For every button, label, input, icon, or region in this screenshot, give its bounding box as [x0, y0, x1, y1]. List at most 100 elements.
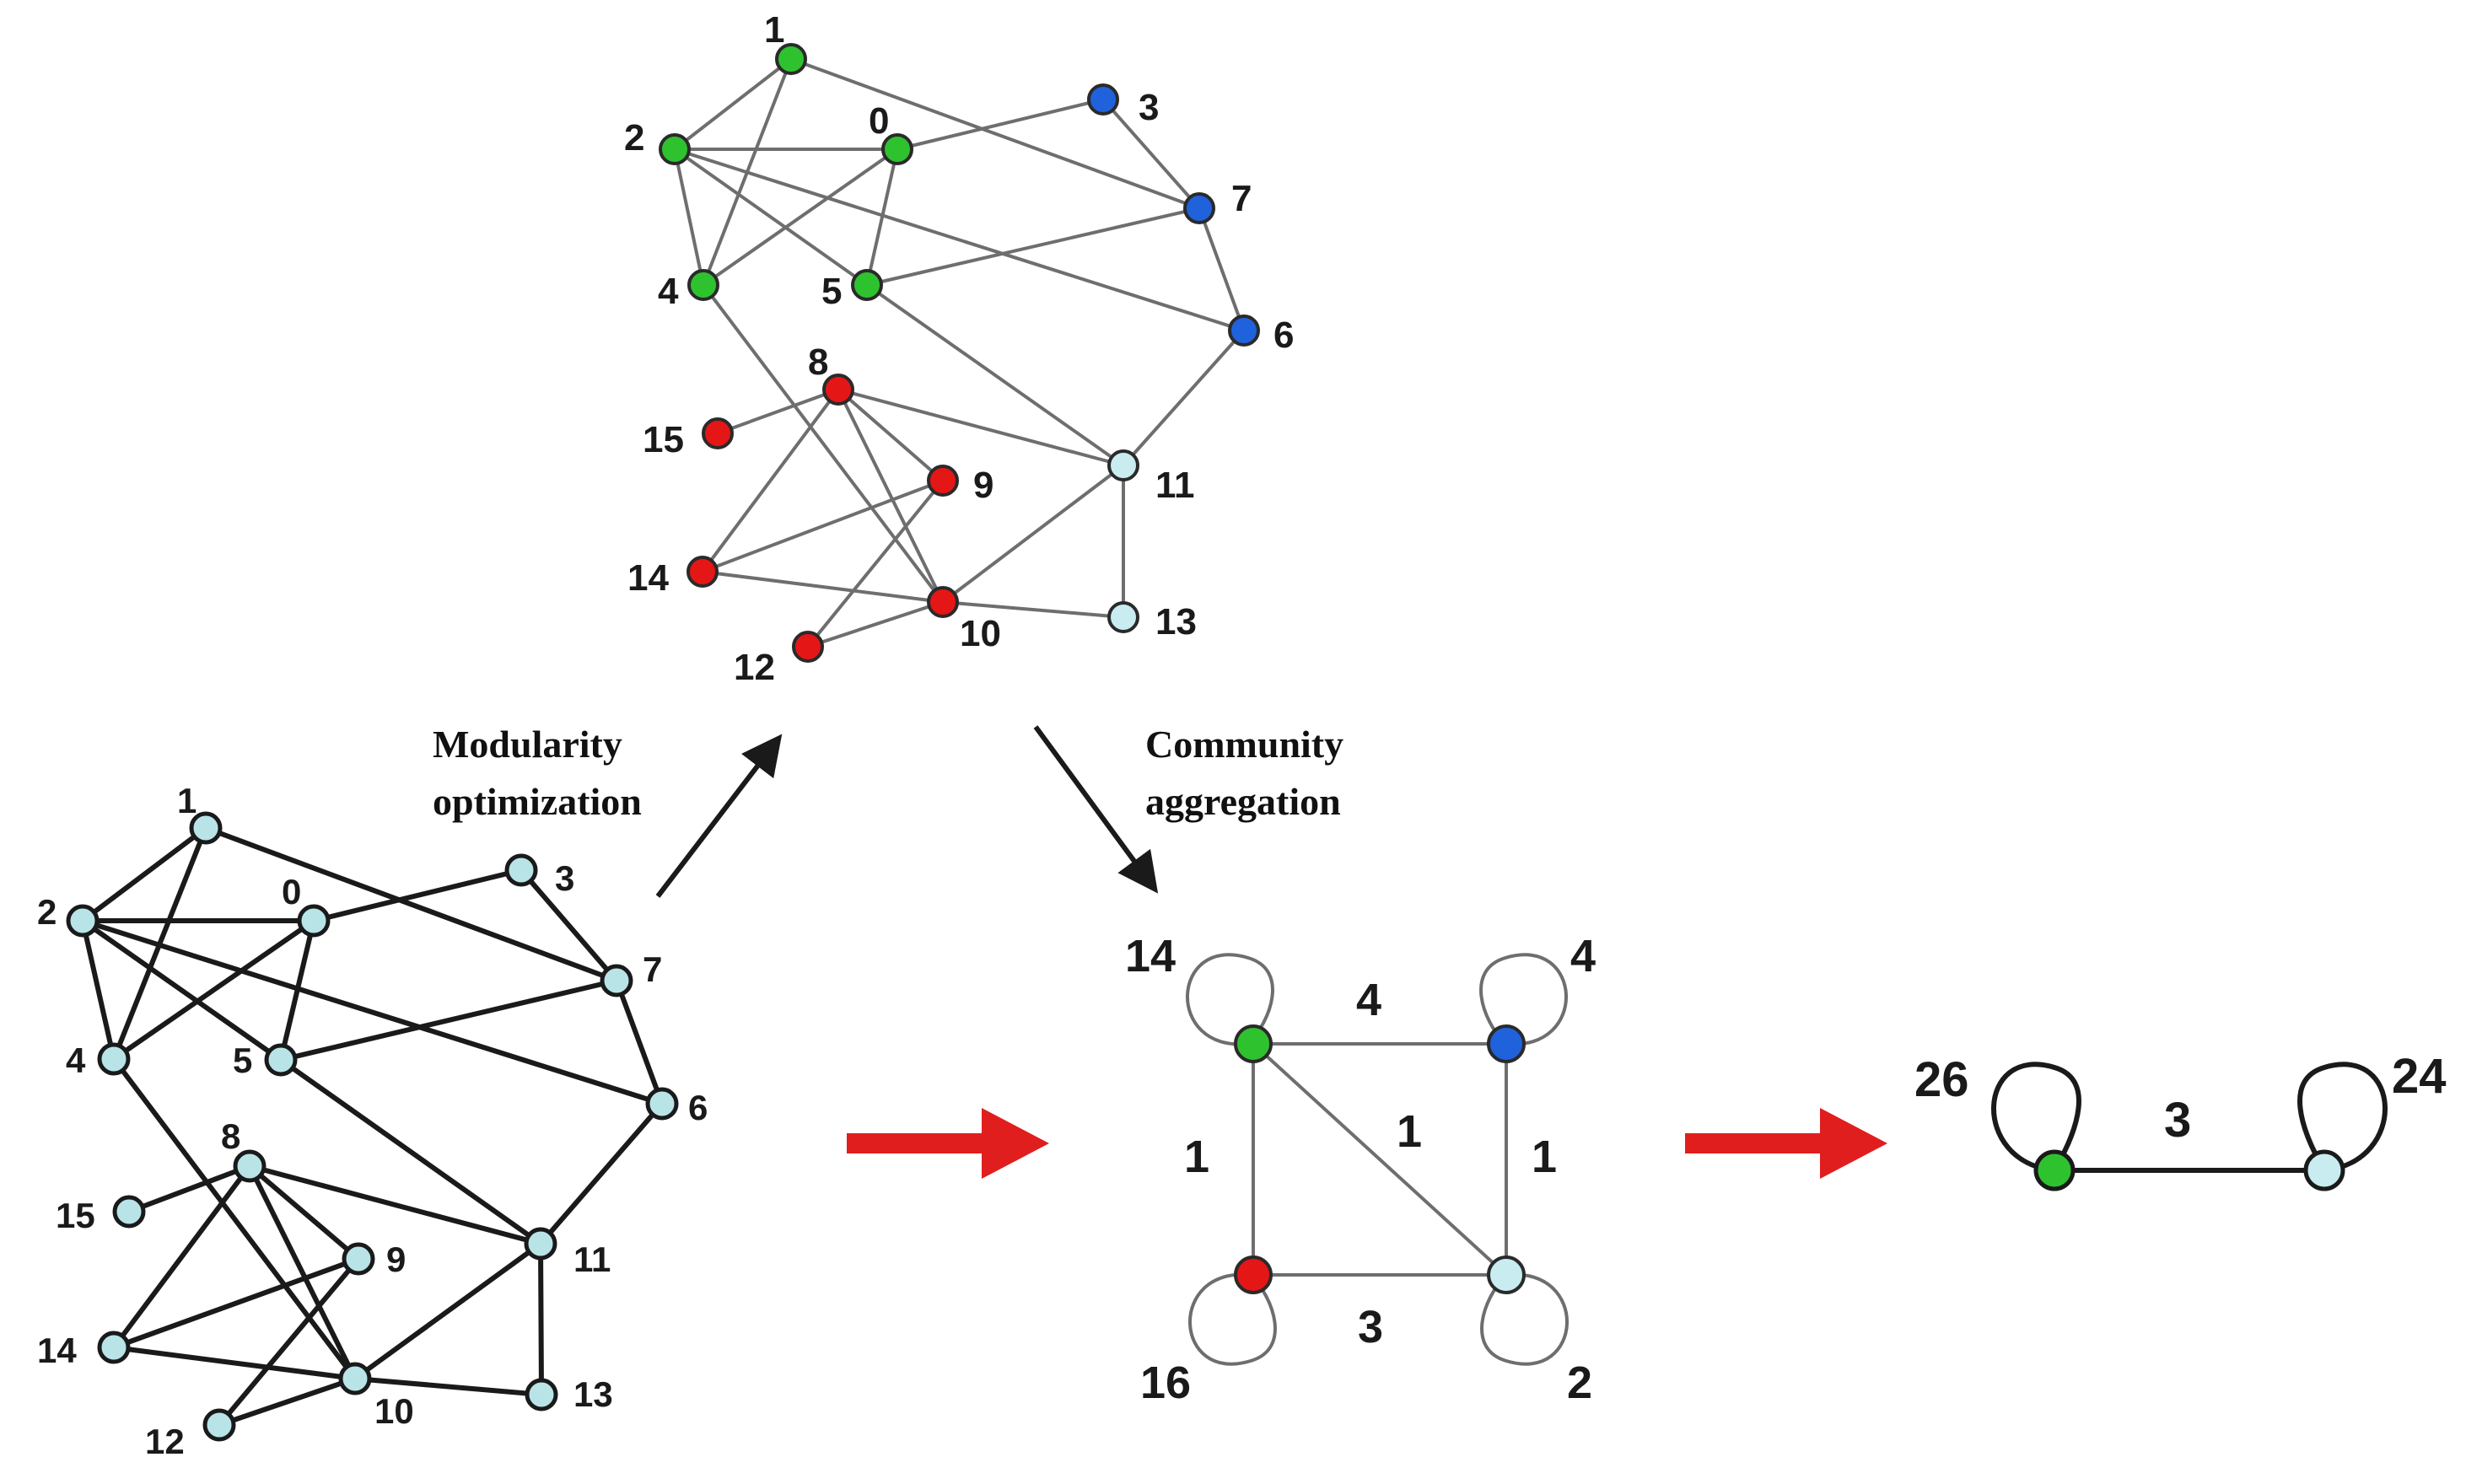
orig-node-9 — [342, 1242, 375, 1276]
final-loop-green-label: 26 — [1914, 1052, 1969, 1107]
agg-loop-red: 16 — [1140, 1358, 1191, 1408]
orig-label-7: 7 — [643, 949, 662, 989]
original-graph-labels: 0 1 2 3 4 5 6 7 8 9 10 11 12 13 14 15 — [37, 781, 708, 1461]
orig-node-13 — [525, 1378, 558, 1411]
top-label-1: 1 — [764, 9, 784, 51]
aggregated-nodes — [1234, 1024, 1526, 1294]
agg-node-green — [1234, 1024, 1273, 1063]
orig-node-10 — [338, 1362, 372, 1395]
top-node-4 — [687, 269, 719, 301]
agg-loop-light: 2 — [1567, 1358, 1592, 1408]
top-node-9 — [927, 465, 959, 497]
top-label-3: 3 — [1139, 87, 1159, 128]
modularity-caption-line1: Modularity — [433, 723, 622, 766]
orig-label-6: 6 — [688, 1088, 708, 1127]
top-label-12: 12 — [734, 647, 775, 688]
orig-label-0: 0 — [282, 872, 301, 911]
final-loop-light-label: 24 — [2392, 1049, 2447, 1104]
aggregation-caption-line2: aggregation — [1145, 780, 1341, 823]
top-label-10: 10 — [960, 613, 1001, 654]
aggregated-weights: 14 4 16 2 4 1 1 1 3 — [1125, 931, 1596, 1408]
orig-node-1 — [189, 811, 223, 845]
orig-label-3: 3 — [555, 858, 574, 898]
top-node-11 — [1107, 449, 1139, 481]
arrow-up-icon — [655, 734, 783, 898]
orig-label-12: 12 — [145, 1422, 185, 1461]
arrow-down-icon — [1033, 725, 1159, 894]
orig-node-15 — [112, 1195, 146, 1229]
orig-node-7 — [600, 964, 633, 997]
agg-weight-blue-light: 1 — [1532, 1132, 1557, 1182]
agg-loop-blue: 4 — [1570, 931, 1596, 981]
top-graph-nodes — [659, 43, 1260, 663]
top-node-2 — [659, 133, 691, 165]
top-node-12 — [792, 631, 824, 663]
modularity-caption-line2: optimization — [433, 780, 642, 823]
orig-label-13: 13 — [573, 1374, 613, 1414]
top-node-13 — [1107, 601, 1139, 633]
final-loop-light — [2297, 1062, 2388, 1174]
orig-label-15: 15 — [56, 1196, 95, 1235]
agg-weight-green-blue: 4 — [1356, 975, 1381, 1025]
top-node-1 — [775, 43, 807, 75]
final-loop-green — [1991, 1062, 2081, 1174]
top-node-6 — [1228, 315, 1260, 347]
final-edge-label: 3 — [2164, 1093, 2191, 1148]
top-label-8: 8 — [808, 341, 828, 383]
top-graph: 0 1 2 3 4 5 6 7 8 9 10 11 12 13 14 15 — [624, 9, 1294, 688]
top-label-15: 15 — [643, 419, 684, 460]
orig-label-9: 9 — [386, 1239, 406, 1279]
top-label-7: 7 — [1231, 178, 1252, 219]
top-node-5 — [851, 269, 883, 301]
aggregation-caption: Community aggregation — [1145, 723, 1343, 823]
orig-node-12 — [202, 1408, 236, 1442]
orig-node-11 — [524, 1227, 557, 1261]
orig-node-5 — [264, 1043, 298, 1077]
top-node-0 — [881, 133, 913, 165]
original-graph: 0 1 2 3 4 5 6 7 8 9 10 11 12 13 14 15 — [37, 781, 708, 1461]
aggregated-graph: 14 4 16 2 4 1 1 1 3 — [1125, 931, 1596, 1408]
orig-label-14: 14 — [37, 1331, 77, 1370]
aggregated-edges — [1252, 1042, 1508, 1277]
original-graph-edges — [80, 825, 665, 1428]
top-node-15 — [702, 417, 734, 449]
aggregation-caption-line1: Community — [1145, 723, 1343, 766]
orig-node-3 — [504, 853, 538, 887]
agg-weight-green-light: 1 — [1397, 1106, 1422, 1157]
orig-node-14 — [97, 1331, 131, 1364]
top-node-8 — [822, 374, 854, 406]
top-graph-labels: 0 1 2 3 4 5 6 7 8 9 10 11 12 13 14 15 — [624, 9, 1294, 688]
final-node-light — [2303, 1149, 2345, 1191]
final-node-green — [2033, 1149, 2076, 1191]
orig-label-11: 11 — [573, 1239, 611, 1279]
top-label-0: 0 — [869, 100, 889, 142]
orig-node-6 — [645, 1087, 679, 1121]
top-label-9: 9 — [973, 465, 993, 506]
agg-weight-green-red: 1 — [1184, 1132, 1209, 1182]
aggregated-self-loops — [1186, 953, 1569, 1366]
original-graph-nodes — [66, 811, 679, 1442]
agg-node-light — [1487, 1255, 1526, 1294]
orig-label-5: 5 — [233, 1040, 252, 1080]
agg-weight-red-light: 3 — [1358, 1302, 1383, 1352]
agg-node-red — [1234, 1255, 1273, 1294]
orig-label-1: 1 — [177, 781, 197, 820]
top-node-3 — [1087, 83, 1119, 116]
top-label-14: 14 — [627, 557, 669, 599]
orig-node-0 — [297, 904, 331, 938]
final-graph: 26 24 3 — [1914, 1049, 2447, 1191]
top-label-5: 5 — [821, 271, 842, 312]
top-graph-edges — [673, 57, 1246, 648]
top-node-10 — [927, 586, 959, 618]
orig-node-4 — [97, 1042, 131, 1076]
red-arrow-1-icon — [847, 1108, 1049, 1179]
red-arrow-2-icon — [1685, 1108, 1887, 1179]
modularity-caption: Modularity optimization — [433, 723, 642, 823]
top-label-11: 11 — [1155, 465, 1195, 506]
orig-label-8: 8 — [221, 1116, 240, 1156]
top-node-7 — [1183, 192, 1215, 224]
agg-loop-green: 14 — [1125, 931, 1176, 981]
top-node-14 — [686, 556, 719, 588]
top-label-13: 13 — [1155, 601, 1197, 643]
